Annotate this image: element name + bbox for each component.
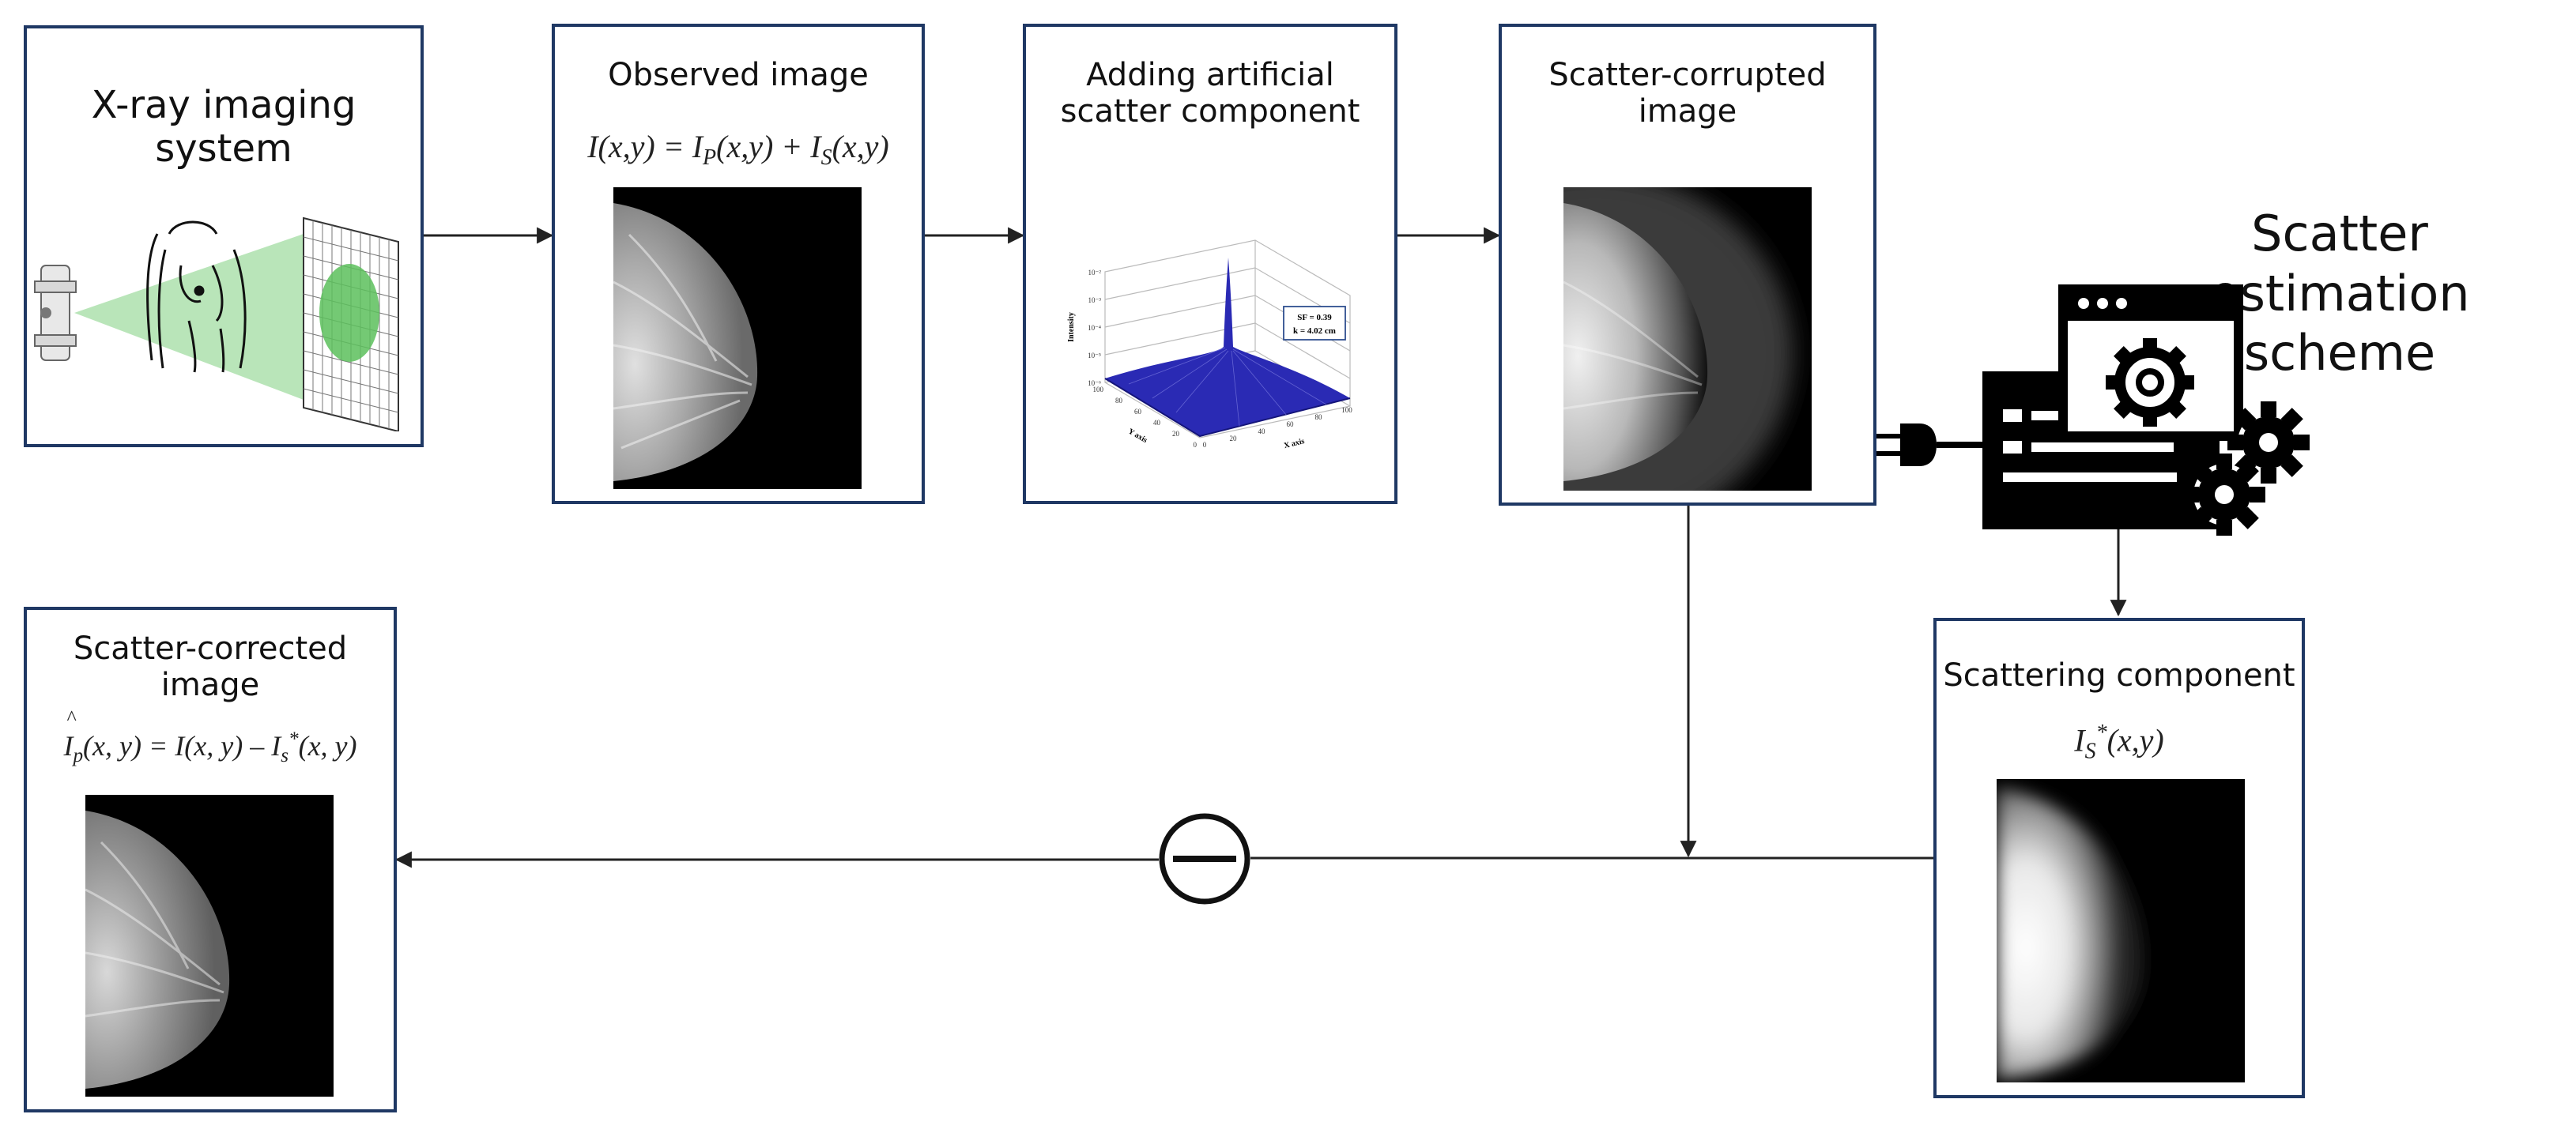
observed-image-formula: I(x,y) = IP(x,y) + IS(x,y) xyxy=(587,129,889,170)
scheme-software-icon xyxy=(1876,284,2310,536)
corrected-title-line2: image xyxy=(160,667,260,703)
y-tick-4: 40 xyxy=(1153,419,1161,427)
scattering-component-formula: IS*(x,y) xyxy=(2074,721,2164,764)
x-tick-3: 40 xyxy=(1258,427,1266,435)
subtract-operator-icon xyxy=(1159,813,1250,905)
scattering-component-title: Scattering component xyxy=(1943,657,2295,694)
scatter-estimate-image xyxy=(1997,779,2245,1082)
xray-system-box: X-ray imaging system xyxy=(24,25,424,447)
xray-beam-icon xyxy=(74,234,304,400)
adding-title-line1: Adding artificial xyxy=(1086,57,1334,93)
detector-grid-icon xyxy=(303,216,399,431)
x-tick-1: 0 xyxy=(1203,441,1207,449)
y-tick-6: 0 xyxy=(1194,441,1197,449)
observed-mammogram-image xyxy=(613,187,862,489)
z-tick-2: 10⁻³ xyxy=(1088,296,1102,304)
corrupted-image-box: Scatter-corrupted image xyxy=(1499,24,1876,506)
z-tick-5: 10⁻⁶ xyxy=(1088,379,1101,387)
corrupted-mammogram-image xyxy=(1563,187,1812,491)
corrected-image-box: Scatter-corrected image ^ Ip(x, y) = I(x… xyxy=(24,607,397,1112)
y-tick-5: 20 xyxy=(1172,430,1180,438)
scatter-surface xyxy=(1105,258,1350,436)
corrupted-title-line2: image xyxy=(1638,93,1737,130)
x-tick-2: 20 xyxy=(1230,435,1238,442)
y-tick-3: 60 xyxy=(1134,408,1142,416)
scheme-title: Scatter estimation scheme xyxy=(2118,204,2561,383)
xray-title-line1: X-ray imaging xyxy=(91,83,356,127)
xray-system-title: X-ray imaging system xyxy=(27,83,421,171)
adding-scatter-box: Adding artificial scatter component xyxy=(1023,24,1397,504)
corrected-image-title: Scatter-corrected image xyxy=(27,630,394,703)
adding-title-line2: scatter component xyxy=(1060,93,1360,130)
window-gear-icon xyxy=(2058,284,2243,441)
xray-tube-icon xyxy=(34,265,77,361)
patient-icon xyxy=(146,220,247,373)
plot-annotation-k: k = 4.02 cm xyxy=(1293,326,1336,336)
gears-icon xyxy=(2183,401,2310,536)
x-tick-4: 60 xyxy=(1287,420,1295,428)
plot-annotation-sf: SF = 0.39 xyxy=(1297,313,1332,322)
plug-connector-icon xyxy=(1876,423,1982,466)
scheme-title-line1: Scatter estimation xyxy=(2209,205,2470,322)
xray-title-line2: system xyxy=(155,126,292,171)
x-tick-5: 80 xyxy=(1315,413,1323,421)
z-tick-3: 10⁻⁴ xyxy=(1088,324,1101,332)
observed-image-title: Observed image xyxy=(608,57,869,93)
z-tick-1: 10⁻² xyxy=(1088,269,1102,277)
xray-setup-illustration xyxy=(34,216,399,431)
x-axis-label: X axis xyxy=(1283,437,1305,450)
adding-scatter-title: Adding artificial scatter component xyxy=(1026,57,1394,130)
y-axis-label: Y axis xyxy=(1126,427,1148,446)
y-tick-2: 80 xyxy=(1115,397,1123,405)
corrected-hat-symbol: ^ xyxy=(66,706,75,729)
corrupted-title-line1: Scatter-corrupted xyxy=(1548,57,1827,93)
z-tick-4: 10⁻⁵ xyxy=(1088,352,1101,359)
x-tick-6: 100 xyxy=(1341,406,1352,414)
y-tick-1: 100 xyxy=(1093,386,1104,393)
scattering-component-box: Scattering component IS*(x,y) xyxy=(1933,618,2305,1098)
corrected-title-line1: Scatter-corrected xyxy=(73,630,348,667)
corrected-image-formula: Ip(x, y) = I(x, y) – Is*(x, y) xyxy=(63,728,357,767)
observed-image-box: Observed image I(x,y) = IP(x,y) + IS(x,y… xyxy=(552,24,925,504)
corrected-mammogram-image xyxy=(85,795,334,1097)
corrupted-image-title: Scatter-corrupted image xyxy=(1502,57,1873,130)
scheme-title-line2: scheme xyxy=(2243,324,2436,382)
z-axis-label: Intensity xyxy=(1067,312,1076,342)
plot-annotation-box xyxy=(1283,306,1346,341)
scatter-kernel-plot: SF = 0.39 k = 4.02 cm 10⁻² 10⁻³ 10⁻⁴ 10⁻… xyxy=(1067,239,1352,450)
